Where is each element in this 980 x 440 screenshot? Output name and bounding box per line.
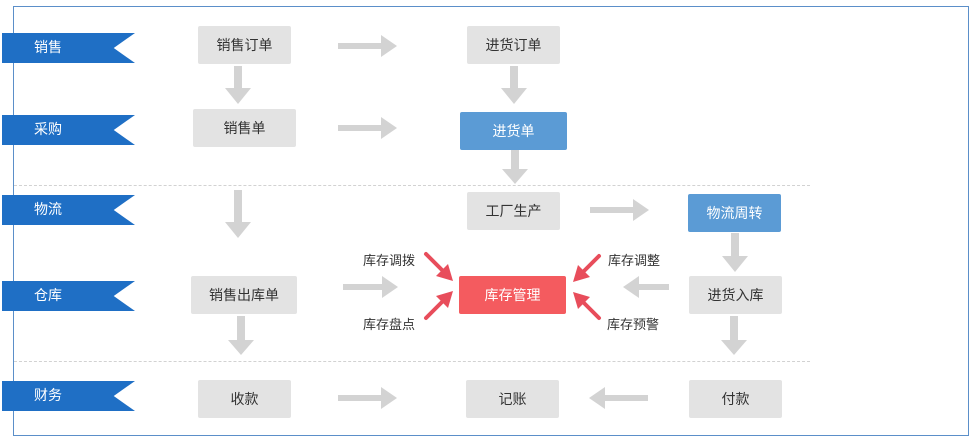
separator-line bbox=[14, 361, 810, 362]
node-purchase-inbound: 进货入库 bbox=[689, 276, 782, 314]
row-tag-purchase: 采购 bbox=[2, 115, 135, 145]
node-purchase-slip: 进货单 bbox=[460, 112, 567, 150]
arrow-red bbox=[580, 254, 601, 275]
label-inventory-transfer: 库存调拨 bbox=[363, 254, 416, 269]
node-purchase-order: 进货订单 bbox=[467, 26, 560, 64]
row-tag-sales: 销售 bbox=[2, 33, 135, 63]
row-tag-finance: 财务 bbox=[2, 381, 135, 411]
node-sales-order: 销售订单 bbox=[198, 26, 291, 64]
arrow-right bbox=[590, 199, 649, 221]
node-sales-slip: 销售单 bbox=[193, 109, 296, 147]
arrow-red-head bbox=[573, 265, 590, 282]
node-inventory-management: 库存管理 bbox=[459, 276, 566, 314]
row-tag-logistics: 物流 bbox=[2, 195, 135, 225]
arrow-red-head bbox=[436, 291, 453, 308]
separator-line bbox=[14, 185, 810, 186]
node-payment: 付款 bbox=[689, 380, 782, 418]
arrow-right bbox=[338, 117, 397, 139]
arrow-down bbox=[228, 316, 254, 355]
arrow-down bbox=[225, 66, 251, 104]
node-logistics-transfer: 物流周转 bbox=[688, 194, 781, 232]
arrow-red-head bbox=[573, 292, 590, 309]
label-inventory-warning: 库存预警 bbox=[607, 318, 660, 333]
arrow-red-head bbox=[436, 264, 453, 281]
node-receipt: 收款 bbox=[198, 380, 291, 418]
row-tag-warehouse: 仓库 bbox=[2, 281, 135, 311]
arrow-down bbox=[721, 316, 747, 355]
arrow-red bbox=[424, 252, 446, 274]
node-sales-outbound: 销售出库单 bbox=[191, 276, 297, 314]
label-inventory-count: 库存盘点 bbox=[363, 318, 416, 333]
arrow-left bbox=[623, 276, 669, 298]
arrow-red bbox=[424, 298, 446, 320]
label-inventory-adjust: 库存调整 bbox=[608, 254, 661, 269]
arrow-down bbox=[501, 66, 527, 104]
arrow-right bbox=[338, 387, 397, 409]
arrow-down bbox=[225, 190, 251, 238]
arrow-left bbox=[589, 387, 648, 409]
node-factory-production: 工厂生产 bbox=[467, 192, 560, 230]
arrow-down bbox=[502, 150, 528, 184]
arrow-right bbox=[343, 276, 398, 298]
arrow-right bbox=[338, 35, 397, 57]
arrow-red bbox=[580, 299, 601, 320]
arrow-down bbox=[722, 233, 748, 272]
node-bookkeeping: 记账 bbox=[466, 380, 559, 418]
